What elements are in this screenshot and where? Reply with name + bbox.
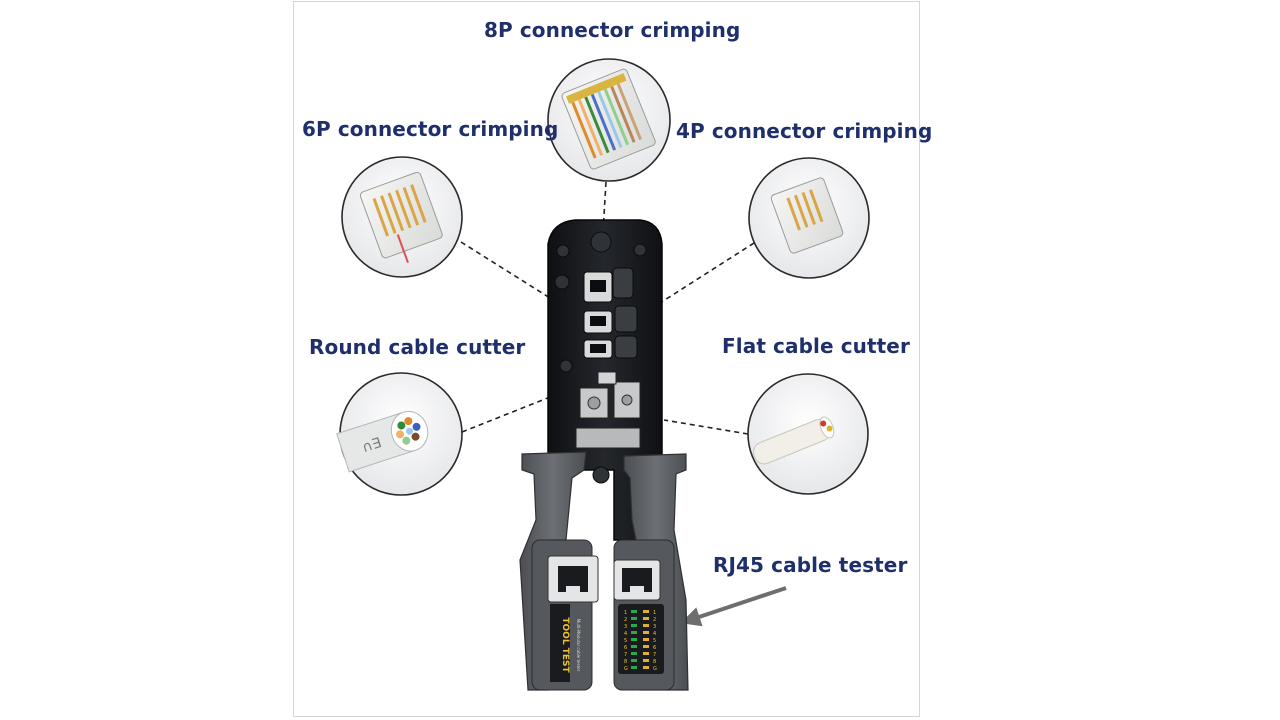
- circle-8p-connector: [547, 58, 671, 182]
- rivet: [559, 359, 573, 373]
- cutter-blades: [575, 371, 641, 449]
- leader-flat: [663, 419, 749, 435]
- led-label-right: 5: [653, 638, 656, 644]
- led-dot: [631, 610, 637, 613]
- led-dot: [643, 659, 649, 662]
- led-label-left: 7: [624, 652, 627, 658]
- rivet: [592, 466, 610, 484]
- circle-4p-connector: [748, 157, 870, 279]
- label-round-cable-cutter: Round cable cutter: [309, 335, 526, 359]
- label-8p-connector-crimping: 8P connector crimping: [484, 18, 741, 42]
- led-label-right: 8: [653, 659, 656, 665]
- led-label-right: 2: [653, 617, 656, 623]
- leader-4p: [659, 242, 755, 304]
- led-dot: [631, 666, 637, 669]
- label-4p-connector-crimping: 4P connector crimping: [676, 119, 933, 143]
- led-dot: [643, 624, 649, 627]
- led-dot: [631, 624, 637, 627]
- tester-brand-text: TOOL TEST: [560, 617, 570, 673]
- led-dot: [631, 638, 637, 641]
- led-dot: [643, 631, 649, 634]
- rivet: [633, 243, 647, 257]
- die-low: [614, 335, 638, 359]
- led-label-left: 5: [624, 638, 627, 644]
- led-label-left: 3: [624, 624, 627, 630]
- rivet: [556, 244, 570, 258]
- led-dot: [643, 645, 649, 648]
- led-dot: [631, 652, 637, 655]
- led-label-left: 4: [624, 631, 627, 637]
- led-label-left: G: [624, 666, 628, 672]
- rivet: [554, 274, 570, 290]
- led-dot: [631, 617, 637, 620]
- led-dot: [643, 666, 649, 669]
- led-dot: [631, 659, 637, 662]
- rivet: [590, 231, 612, 253]
- circle-round-cable: ∩∃: [336, 372, 463, 496]
- led-dot: [643, 638, 649, 641]
- tester-subtitle-text: Multi-Modular cable tester: [576, 619, 581, 672]
- die-mid: [614, 305, 638, 333]
- led-dot: [631, 631, 637, 634]
- led-panel: [618, 604, 664, 674]
- led-label-left: 1: [624, 610, 627, 616]
- circle-flat-cable: [747, 373, 869, 495]
- label-6p-connector-crimping: 6P connector crimping: [302, 117, 559, 141]
- led-label-left: 8: [624, 659, 627, 665]
- circle-6p-connector: [341, 156, 463, 278]
- led-label-right: 3: [653, 624, 656, 630]
- led-label-right: 6: [653, 645, 656, 651]
- label-rj45-cable-tester: RJ45 cable tester: [713, 553, 908, 577]
- led-dot: [643, 617, 649, 620]
- tester-label-strip: [550, 604, 570, 682]
- label-flat-cable-cutter: Flat cable cutter: [722, 334, 910, 358]
- rj45-port-left: [547, 555, 599, 603]
- svg-text:∩∃: ∩∃: [360, 435, 383, 456]
- led-label-left: 6: [624, 645, 627, 651]
- led-label-left: 2: [624, 617, 627, 623]
- die-top: [612, 267, 634, 299]
- led-label-right: 1: [653, 610, 656, 616]
- tester-arrow: [680, 586, 787, 627]
- leader-6p: [460, 241, 551, 299]
- rj45-port-right: [613, 559, 661, 601]
- led-dot: [643, 610, 649, 613]
- led-label-right: 7: [653, 652, 656, 658]
- led-label-right: G: [653, 666, 657, 672]
- led-dot: [631, 645, 637, 648]
- led-label-right: 4: [653, 631, 656, 637]
- led-dot: [643, 652, 649, 655]
